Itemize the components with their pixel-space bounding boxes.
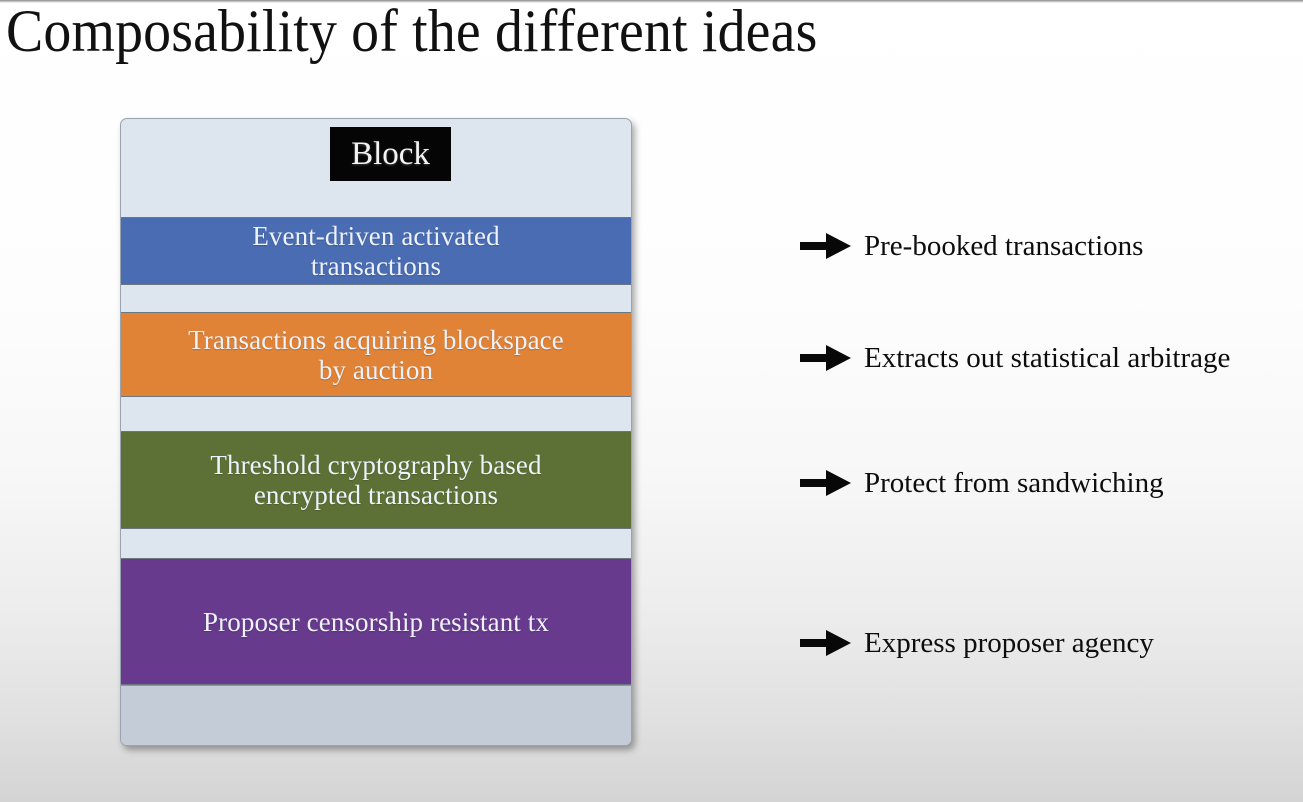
right-arrow-icon (800, 233, 851, 259)
band-threshold-crypto-label: Threshold cryptography based encrypted t… (200, 450, 551, 510)
band-event-driven-line1: Event-driven activated (252, 221, 500, 251)
band-blockspace-auction-line1: Transactions acquiring blockspace (188, 324, 564, 355)
band-blockspace-auction-label: Transactions acquiring blockspace by auc… (178, 325, 574, 385)
block-chip: Block (330, 127, 451, 181)
annotation-proposer-agency: Express proposer agency (800, 623, 1154, 663)
block-stack-container: Block Event-driven activated transaction… (120, 118, 632, 746)
annotation-statistical-arbitrage: Extracts out statistical arbitrage (800, 338, 1230, 378)
annotation-pre-booked: Pre-booked transactions (800, 226, 1143, 266)
band-event-driven-label: Event-driven activated transactions (242, 221, 509, 281)
annotation-proposer-agency-label: Express proposer agency (864, 627, 1154, 659)
right-arrow-icon (800, 345, 851, 371)
page-title: Composability of the different ideas (6, 0, 818, 64)
band-event-driven-line2: transactions (310, 251, 442, 281)
band-censorship-resistant-label: Proposer censorship resistant tx (193, 607, 559, 637)
annotation-sandwiching-label: Protect from sandwiching (864, 467, 1164, 499)
annotation-pre-booked-label: Pre-booked transactions (864, 230, 1144, 262)
band-event-driven: Event-driven activated transactions (121, 217, 631, 285)
band-bottom-strip (121, 685, 631, 745)
band-censorship-resistant: Proposer censorship resistant tx (121, 558, 631, 685)
band-threshold-crypto-line2: encrypted transactions (253, 480, 499, 510)
annotation-sandwiching: Protect from sandwiching (800, 463, 1164, 503)
band-blockspace-auction-line2: by auction (318, 354, 434, 385)
band-censorship-resistant-line1: Proposer censorship resistant tx (203, 606, 549, 637)
band-threshold-crypto-line1: Threshold cryptography based (210, 450, 542, 480)
annotation-statistical-arbitrage-label: Extracts out statistical arbitrage (864, 342, 1231, 374)
block-chip-label: Block (351, 136, 430, 172)
right-arrow-icon (800, 470, 851, 496)
band-blockspace-auction: Transactions acquiring blockspace by auc… (121, 312, 631, 397)
band-threshold-crypto: Threshold cryptography based encrypted t… (121, 431, 631, 529)
right-arrow-icon (800, 630, 851, 656)
